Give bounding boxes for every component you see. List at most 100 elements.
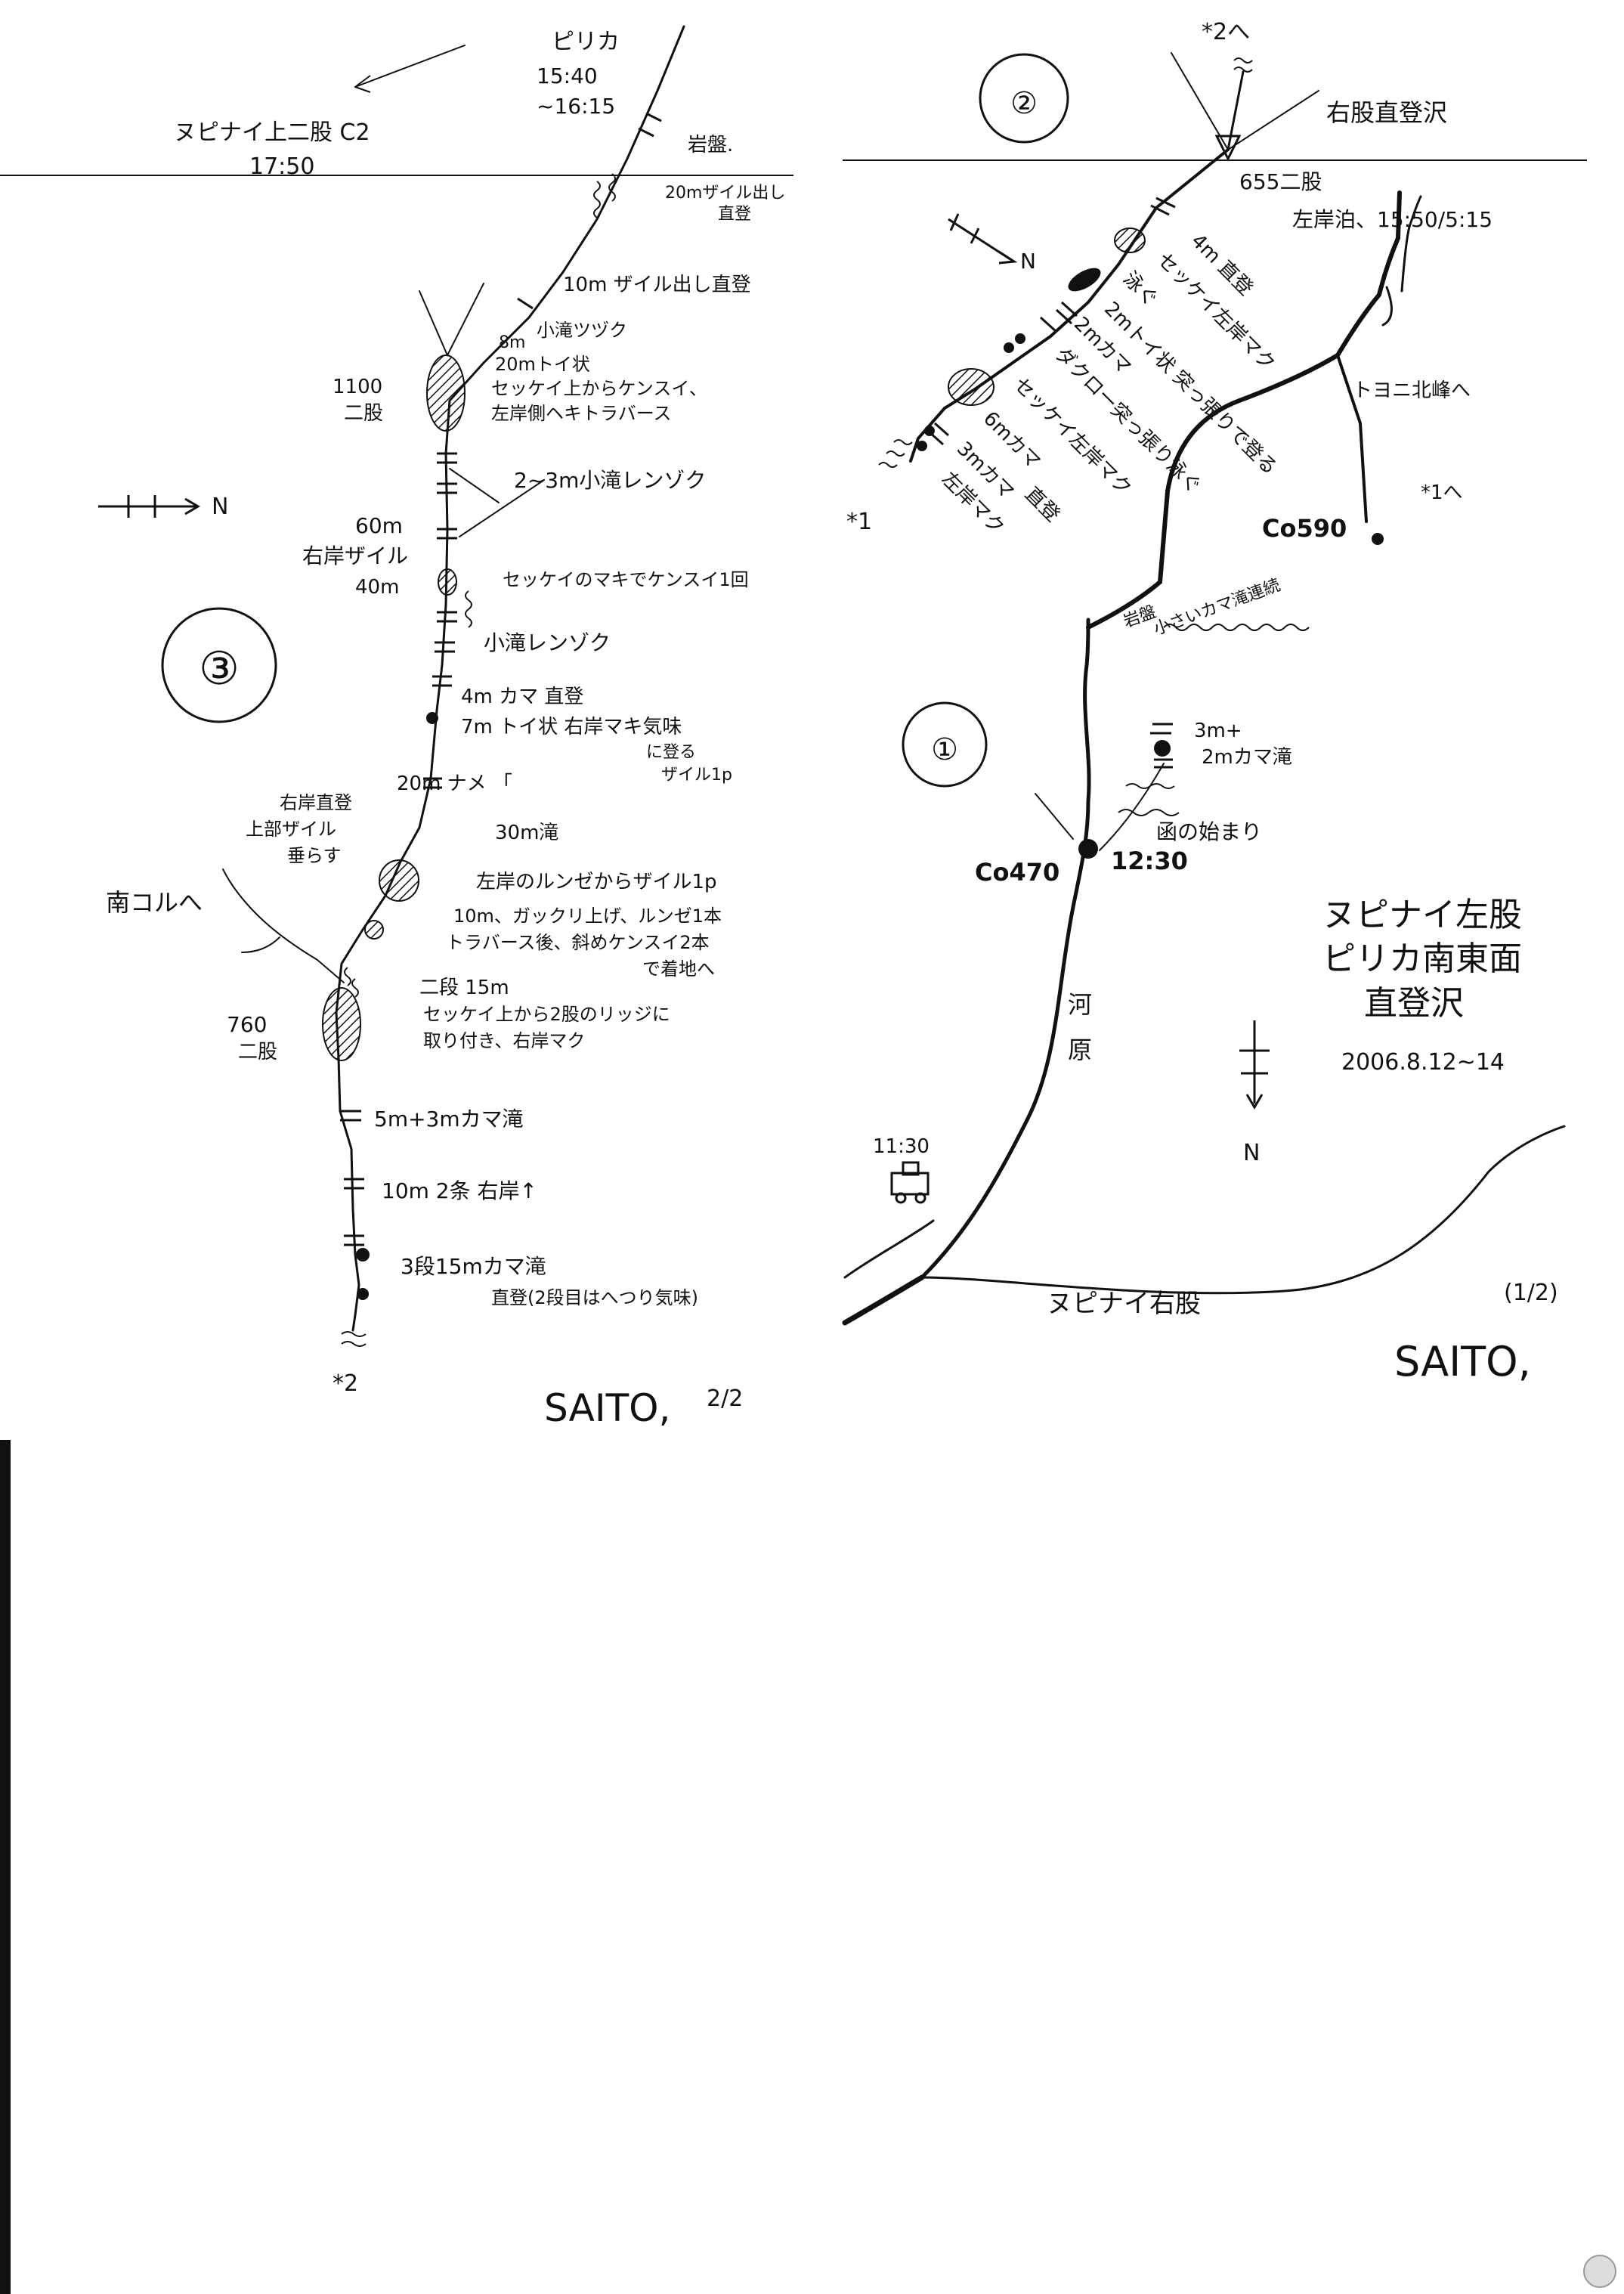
sheet-2-upper-stream — [1227, 70, 1245, 151]
note-two-step-2: セッケイ上から2股のリッジに — [423, 1004, 670, 1025]
sheet-3-north-label: N — [212, 494, 228, 520]
note-4m: 4m カマ 直登 — [461, 686, 583, 708]
sheet-1-ticks — [1150, 723, 1173, 769]
sekkei-30m — [379, 859, 419, 902]
note-60m-3: 40m — [355, 576, 399, 599]
fork-1100-label-2: 二股 — [344, 402, 383, 425]
note-small-falls: 小滝ツヅク — [537, 320, 627, 341]
note-sekkei-kensui: セッケイのマキでケンスイ1回 — [503, 569, 749, 590]
note-two-step-1: 二段 15m — [419, 977, 509, 999]
note-8m: 8m — [499, 333, 525, 352]
right-branch-label: 右股直登沢 — [1326, 98, 1447, 127]
car-time-label: 11:30 — [873, 1135, 930, 1158]
sheet-3-pointer-2 — [459, 479, 545, 537]
to-star1-label: *1へ — [1421, 481, 1463, 504]
note-20m-rope-1: 20mザイル出し — [665, 184, 785, 203]
sheet-1-page-mark: (1/2) — [1504, 1280, 1558, 1306]
note-60m-2: 右岸ザイル — [302, 543, 408, 568]
sheet-1-markers — [1078, 533, 1384, 859]
sheet-3-wavy-marks — [341, 173, 616, 1347]
sheet-3-arrow-line — [354, 45, 466, 88]
sheet-3-fork-1100-left — [419, 290, 448, 356]
pirika-time-label: 15:40 — [537, 63, 598, 88]
pirika-label: ピリカ — [552, 29, 620, 55]
sheet-1-wavy-marks — [1118, 624, 1310, 816]
sheet-3-number-circle — [161, 607, 277, 723]
falls-3m-label-1: 3m+ — [1194, 720, 1242, 742]
note-20m-nameda: 20m ナメ 「 — [397, 772, 512, 795]
sheet-2-left-branch — [1171, 52, 1229, 150]
co470-time-label: 12:30 — [1111, 847, 1188, 875]
sheet-2-markers — [917, 135, 1242, 451]
note-30m: 30m滝 — [495, 822, 558, 844]
sekkei-60m — [438, 568, 457, 596]
c2-label: ヌピナイ上二股 C2 — [174, 119, 370, 146]
note-right-direct-1: 右岸直登 — [280, 792, 352, 813]
south-col-label: 南コルへ — [106, 888, 203, 917]
gorge-start-label: 函の始まり — [1156, 819, 1262, 844]
sheet-3-markers — [322, 354, 466, 1300]
c2-time-label: 17:50 — [249, 153, 314, 180]
sekkei-upper — [1114, 228, 1146, 253]
sheet-2-labels: ② N *2へ 右股直登沢 655二股 左岸泊、15:50/5:15 4m 直登… — [846, 19, 1493, 539]
fork-655-label: 655二股 — [1239, 169, 1322, 194]
to-star2-label: *2へ — [1202, 19, 1250, 45]
sekkei-760 — [322, 987, 361, 1061]
sheet-3-arrowhead — [354, 75, 371, 93]
sheet-1-title-line-1: ヌピナイ左股 — [1322, 896, 1522, 934]
sheet-3-fork-1100-right — [447, 283, 484, 356]
right-fork-label: ヌピナイ右股 — [1047, 1289, 1201, 1319]
side-branch-left — [1035, 793, 1074, 840]
horizontal-rule-lines — [0, 159, 1587, 176]
co470-point — [1078, 839, 1098, 859]
note-direct: 直登 — [1020, 483, 1064, 527]
star1-line — [1400, 195, 1422, 293]
sheet-3-author: SAITO, — [544, 1386, 670, 1430]
note-10m-2jo: 10m 2条 右岸↑ — [382, 1178, 537, 1203]
co590-point — [1372, 533, 1384, 545]
floodplain-label-1: 河 — [1068, 990, 1092, 1019]
sheet-2-number: ② — [1010, 86, 1038, 121]
co590-label: Co590 — [1262, 514, 1347, 543]
note-gakkuri-3: で着地へ — [642, 958, 715, 980]
falls-3m-point — [1154, 740, 1171, 757]
sekkei-1100 — [426, 354, 466, 432]
sheet-3-pointer-1 — [449, 468, 500, 503]
sheet-1-title-line-2: ピリカ南東面 — [1322, 940, 1522, 978]
sheet-1-north-label: N — [1243, 1140, 1260, 1166]
floodplain-label-2: 原 — [1068, 1036, 1092, 1064]
sheet-2-main-stream — [909, 148, 1230, 463]
fork-760-label-1: 760 — [227, 1012, 267, 1037]
sheet-1-north-arrow — [1239, 1020, 1270, 1110]
main-stream-line — [920, 618, 1091, 1280]
sheet-3-number: ③ — [199, 642, 240, 695]
note-two-step-3: 取り付き、右岸マク — [423, 1030, 585, 1051]
pirika-time2-label: ~16:15 — [537, 94, 615, 119]
sheet-3-south-col-branch-2 — [241, 936, 280, 953]
star2-label: *2 — [333, 1370, 358, 1397]
sheet-1-date: 2006.8.12~14 — [1341, 1049, 1505, 1076]
sheet-1-stream-lines — [842, 190, 1566, 1326]
sekkei-small — [364, 920, 384, 940]
note-7m-2: に登る — [646, 743, 696, 762]
note-sekkei-traverse-2: 左岸側ヘキトラバース — [491, 403, 672, 424]
sheet-1-title-line-3: 直登沢 — [1364, 984, 1464, 1023]
sheet-3-page-mark: 2/2 — [707, 1385, 743, 1412]
black-pool — [1068, 268, 1101, 292]
note-3-step-2: 直登(2段目はへつり気味) — [491, 1287, 698, 1308]
sheet-2-map: ② N *2へ 右股直登沢 655二股 左岸泊、15:50/5:15 4m 直登… — [846, 19, 1493, 539]
sheet-2-number-circle — [979, 53, 1069, 144]
sheet-3-labels: ③ N ヌピナイ上二股 C2 17:50 ピリカ 15:40 ~16:15 岩盤… — [106, 29, 785, 1430]
sheet-2-right-branch — [1227, 90, 1319, 150]
camp-label: 左岸泊、15:50/5:15 — [1292, 207, 1493, 232]
note-3-step-1: 3段15mカマ滝 — [401, 1254, 546, 1279]
to-ridge-label: トヨニ北峰へ — [1353, 379, 1471, 402]
note-left-runze: 左岸のルンゼからザイル1p — [476, 871, 717, 893]
note-2m-toi: 2mトイ状 突っ張りで登る — [1100, 298, 1282, 480]
note-right-direct-2: 上部ザイル — [246, 819, 336, 840]
sheet-1-number: ① — [931, 732, 958, 767]
fork-655-marker — [1214, 135, 1242, 162]
note-10m-rope: 10m ザイル出し直登 — [563, 274, 751, 296]
riverbank-lower-line — [843, 1219, 935, 1279]
